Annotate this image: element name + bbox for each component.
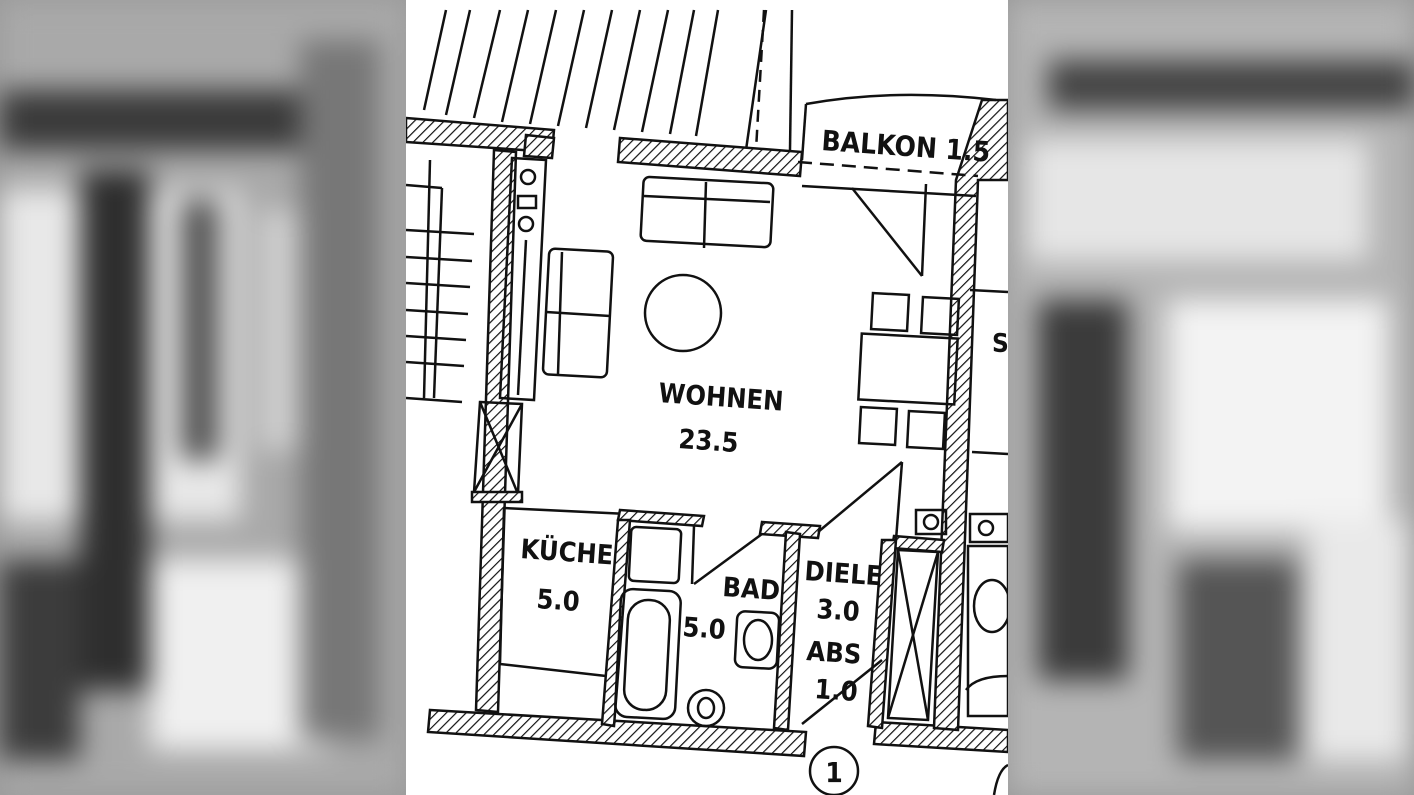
- unit-number: 1: [825, 756, 843, 789]
- diele-name: DIELE: [804, 556, 884, 592]
- bad-name: BAD: [722, 572, 782, 607]
- right-blurred-background: [1008, 0, 1414, 795]
- edge-letter: S: [992, 329, 1008, 359]
- bathroom-fixtures: [614, 525, 781, 728]
- floor-plan-drawing: BALKON 1.5: [406, 9, 1008, 795]
- abs-area: 1.0: [814, 674, 859, 708]
- kitchen-l-counter: [498, 507, 607, 678]
- kitchen-counter: [498, 156, 548, 402]
- neighbour-fixtures: [964, 288, 1008, 718]
- left-blurred-background: [0, 0, 406, 795]
- room-labels: WOHNEN 23.5 KÜCHE 5.0 BAD 5.0 DIELE 3.0 …: [520, 378, 884, 708]
- abs-name: ABS: [806, 636, 863, 671]
- interior-walls: [503, 506, 946, 732]
- diele-fixtures: [801, 461, 948, 725]
- balkon-label: BALKON 1.5: [821, 124, 992, 169]
- kueche-area: 5.0: [536, 584, 581, 618]
- living-furniture: [541, 175, 961, 451]
- wohnen-area: 23.5: [678, 424, 740, 459]
- shaft-left: [470, 400, 524, 504]
- diele-area: 3.0: [816, 594, 861, 628]
- balkon: [797, 93, 997, 277]
- unit-number-marker: 1: [808, 745, 1008, 795]
- wohnen-name: WOHNEN: [658, 378, 785, 418]
- bad-area: 5.0: [682, 612, 727, 646]
- left-stair-lines: [406, 159, 475, 404]
- kueche-name: KÜCHE: [520, 532, 615, 571]
- top-stair-hatching: [422, 9, 794, 151]
- floor-plan-panel: BALKON 1.5: [406, 0, 1008, 795]
